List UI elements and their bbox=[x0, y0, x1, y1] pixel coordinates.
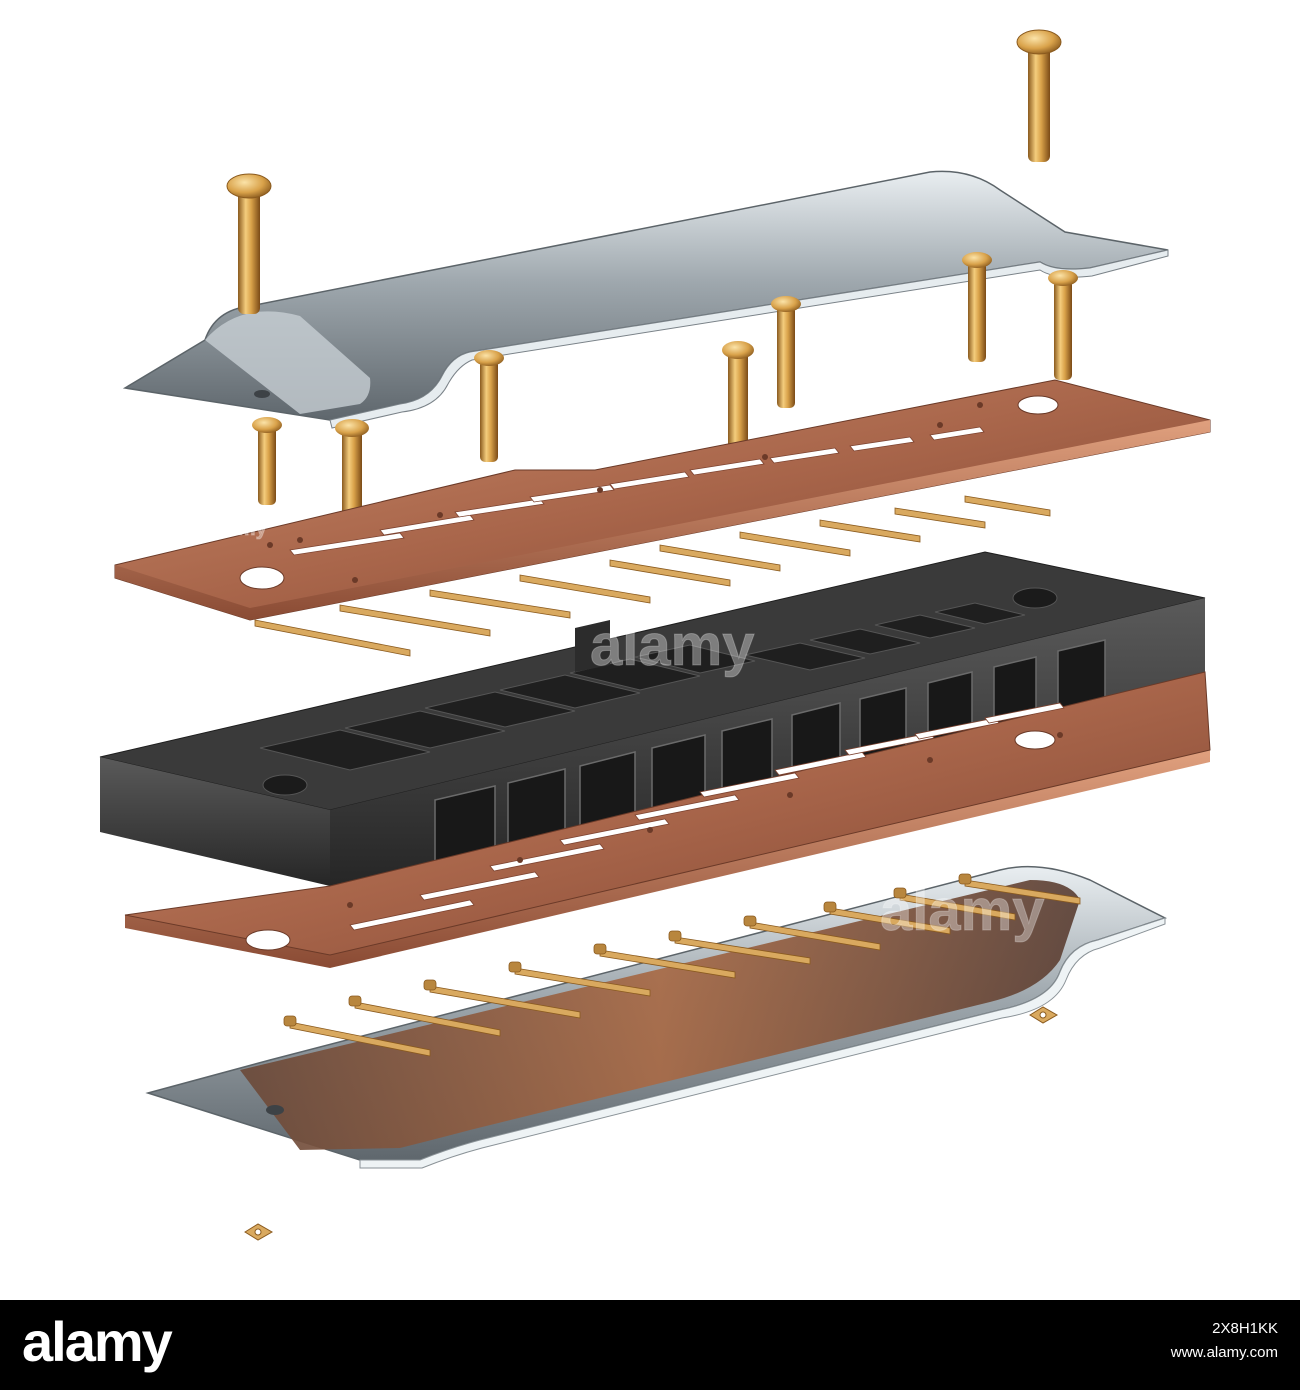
lower-reeds bbox=[283, 873, 1081, 1057]
screw-short-2 bbox=[335, 419, 369, 530]
screws bbox=[226, 29, 1078, 530]
comb bbox=[99, 551, 1206, 886]
screw-short-4 bbox=[722, 341, 754, 460]
upper-reed-plate bbox=[114, 379, 1211, 621]
screw-long-right bbox=[1016, 29, 1062, 162]
screw-long-left bbox=[226, 173, 272, 314]
watermark-logo-upper: alamy bbox=[590, 613, 754, 678]
lower-reed-plate bbox=[124, 671, 1211, 968]
reed-slots-lower bbox=[349, 702, 1065, 931]
footer-site: www.alamy.com bbox=[1170, 1344, 1278, 1361]
screw-short-6 bbox=[962, 252, 992, 362]
watermark-logo-lower: alamy bbox=[880, 878, 1044, 943]
screw-short-7 bbox=[1048, 270, 1078, 380]
watermark-logo-left: alamy bbox=[210, 518, 268, 540]
footer-logo: alamy bbox=[22, 1310, 173, 1373]
watermarks: alamy alamy alamy bbox=[210, 518, 1045, 944]
washers bbox=[244, 1006, 1059, 1241]
harmonica-exploded-view: alamy alamy alamy bbox=[99, 29, 1211, 1241]
stock-footer: alamy 2X8H1KK www.alamy.com bbox=[0, 1300, 1300, 1390]
reed-slots-upper bbox=[289, 426, 985, 556]
footer-image-id: 2X8H1KK bbox=[1212, 1320, 1278, 1337]
screw-short-3 bbox=[474, 350, 504, 462]
screw-short-1 bbox=[252, 417, 282, 505]
upper-reeds bbox=[254, 495, 1051, 657]
screw-short-5 bbox=[771, 296, 801, 408]
